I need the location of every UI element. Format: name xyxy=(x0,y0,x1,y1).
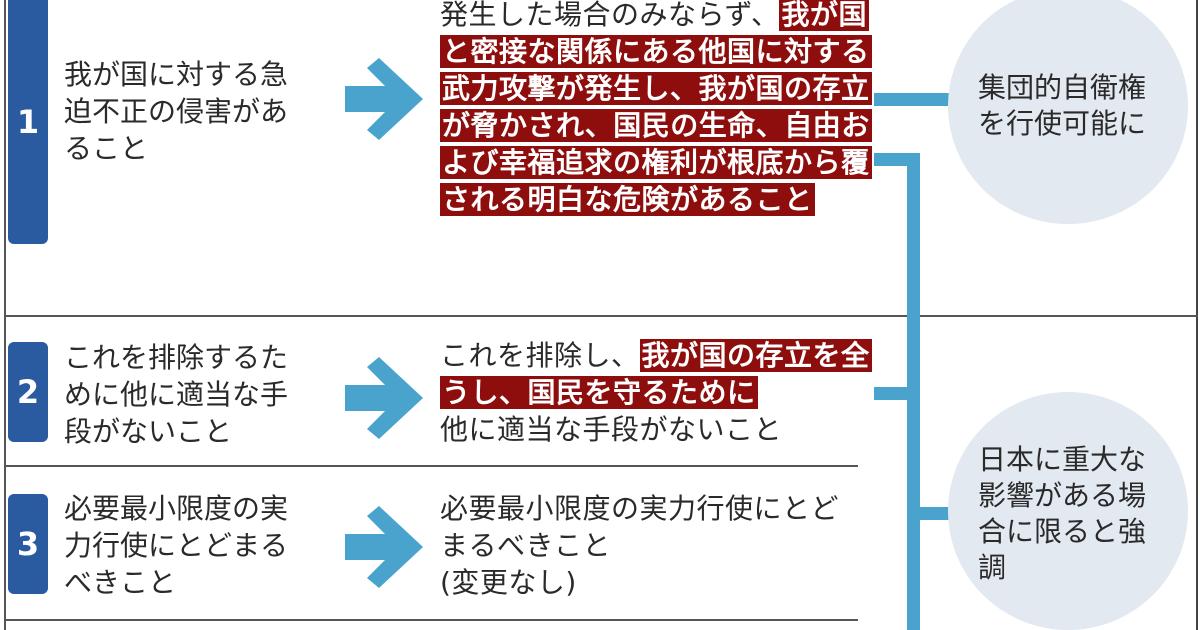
new-condition-plain: これを排除し、 xyxy=(440,339,640,372)
condition-number: 3 xyxy=(16,525,40,563)
old-condition-line: 我が国に対する急 xyxy=(64,58,289,91)
connector-row2-branch xyxy=(874,387,920,400)
callout-circle-collective-self-defense: 集団的自衛権 を行使可能に xyxy=(948,0,1188,224)
new-condition-1: 発生した場合のみならず、我が国と密接な関係にある他国に対する武力攻撃が発生し、我… xyxy=(440,0,872,218)
new-condition-3: 必要最小限度の実力行使にとどまるべきこと (変更なし) xyxy=(440,490,860,601)
new-condition-2: これを排除し、我が国の存立を全うし、国民を守るために 他に適当な手段がないこと xyxy=(440,337,872,448)
callout-line: 合に限ると強 xyxy=(978,515,1147,548)
old-condition-line: 必要最小限度の実 xyxy=(64,492,289,525)
condition-badge-1: 1 xyxy=(8,0,48,244)
new-condition-highlight: 我が国と密接な関係にある他国に対する武力攻撃が発生し、我が国の存立が脅かされ、国… xyxy=(440,0,872,216)
new-condition-plain: 必要最小限度の実力行使にとどまるべきこと xyxy=(440,492,840,562)
connector-to-callout-2 xyxy=(907,507,950,520)
callout-text: 集団的自衛権 を行使可能に xyxy=(978,70,1158,142)
callout-line: 調 xyxy=(978,551,1007,584)
old-condition-1: 我が国に対する急 迫不正の侵害があ ること xyxy=(64,56,344,167)
old-condition-line: これを排除するた xyxy=(64,341,289,374)
old-condition-line: べきこと xyxy=(64,566,177,599)
callout-line: 集団的自衛権 xyxy=(978,71,1147,104)
old-condition-line: ること xyxy=(64,132,149,165)
callout-line: 日本に重大な xyxy=(978,443,1147,476)
callout-line: を行使可能に xyxy=(978,107,1147,140)
arrow-right-icon xyxy=(345,357,423,439)
condition-badge-2: 2 xyxy=(8,342,48,442)
condition-number: 2 xyxy=(16,373,40,411)
arrow-right-icon xyxy=(345,58,423,140)
row-divider-1 xyxy=(4,315,1198,317)
condition-badge-3: 3 xyxy=(8,494,48,594)
callout-text: 日本に重大な 影響がある場 合に限ると強 調 xyxy=(978,442,1158,586)
old-condition-3: 必要最小限度の実 力行使にとどまる べきこと xyxy=(64,490,344,601)
old-condition-2: これを排除するた めに他に適当な手 段がないこと xyxy=(64,339,344,450)
condition-number: 1 xyxy=(16,103,40,141)
new-condition-plain: 発生した場合のみならず、 xyxy=(440,0,780,31)
new-condition-plain-suffix: 他に適当な手段がないこと xyxy=(440,413,783,446)
row-divider-2 xyxy=(4,465,858,467)
old-condition-line: 迫不正の侵害があ xyxy=(64,95,289,128)
callout-circle-japan-impact: 日本に重大な 影響がある場 合に限ると強 調 xyxy=(948,392,1188,630)
row-divider-3 xyxy=(4,619,858,621)
callout-line: 影響がある場 xyxy=(978,479,1147,512)
old-condition-line: 力行使にとどまる xyxy=(64,529,289,562)
new-condition-plain-suffix: (変更なし) xyxy=(440,566,577,599)
arrow-right-icon xyxy=(345,506,423,588)
connector-to-callout-1 xyxy=(874,93,950,106)
old-condition-line: 段がないこと xyxy=(64,415,233,448)
old-condition-line: めに他に適当な手 xyxy=(64,378,289,411)
